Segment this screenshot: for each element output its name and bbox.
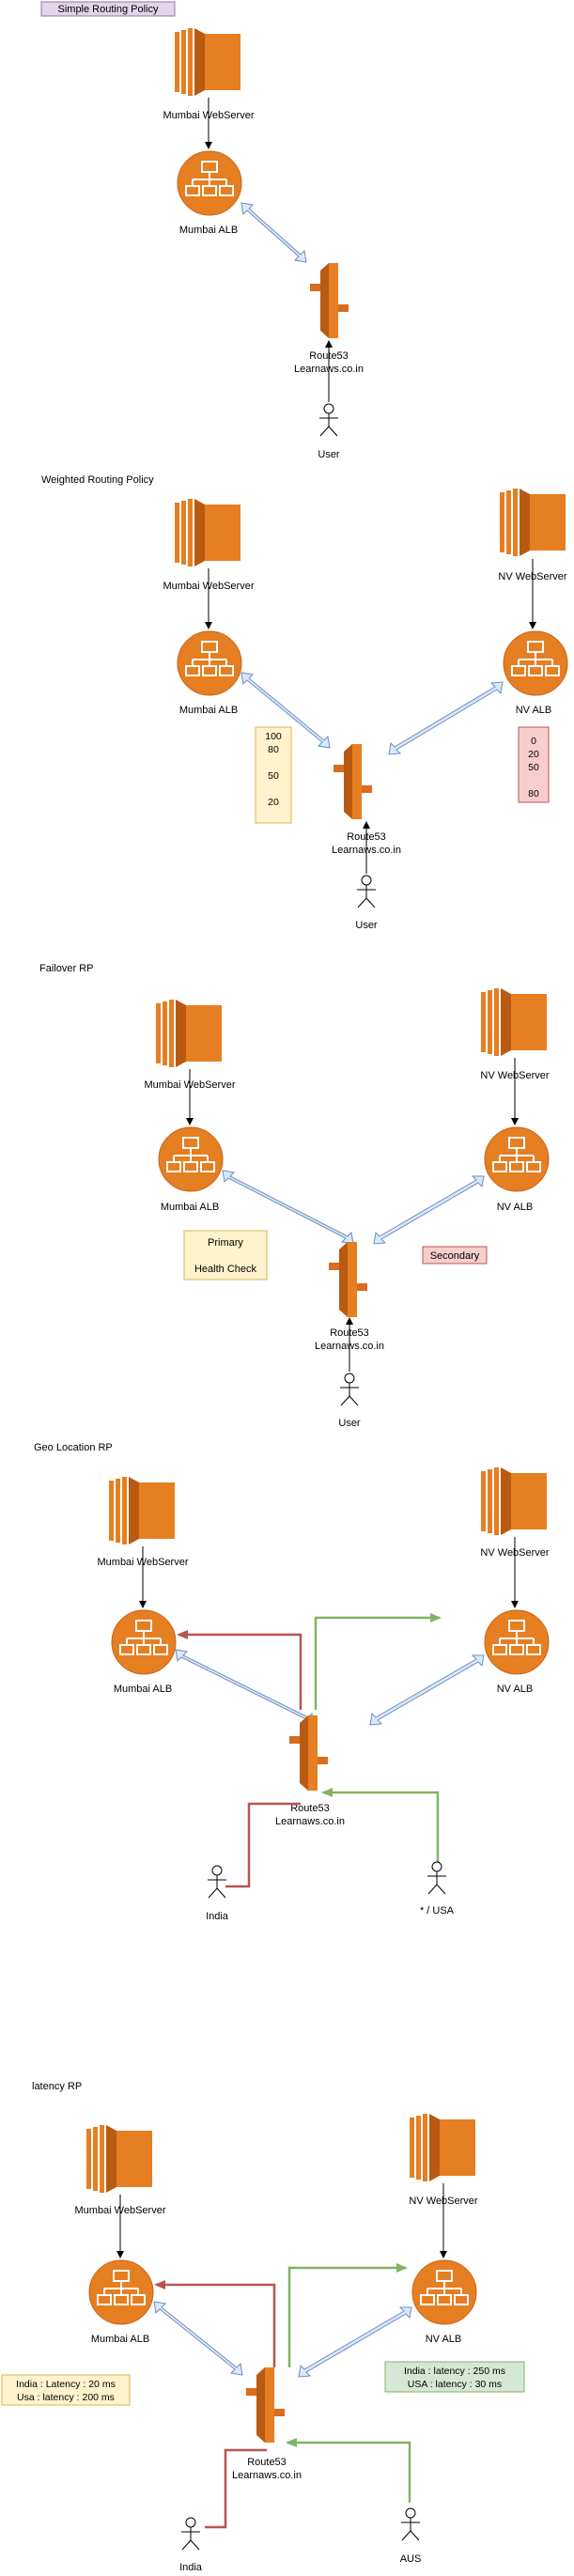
- nv-weight-2: 20: [528, 749, 539, 760]
- route53-icon: [329, 1242, 367, 1317]
- latency-routing-section: latency RP Mumbai WebServer NV WebServer…: [1, 2081, 525, 2573]
- aus-user-green-path: [286, 2438, 411, 2503]
- secondary-label: Secondary: [430, 1250, 480, 1262]
- aus-user-icon: [400, 2507, 421, 2541]
- latency-title: latency RP: [32, 2081, 82, 2092]
- mumbai-alb-icon: [158, 1126, 224, 1192]
- failover-title: Failover RP: [39, 963, 93, 974]
- simple-title-badge: [40, 1, 176, 17]
- nv-alb-route53-double-arrow: [298, 2306, 412, 2378]
- aus-user-label: AUS: [400, 2553, 422, 2565]
- domain-label: Learnaws.co.in: [275, 1816, 345, 1827]
- domain-label: Learnaws.co.in: [232, 2470, 302, 2481]
- mumbai-webserver-icon: [175, 28, 240, 96]
- usa-user-label: * / USA: [420, 1905, 455, 1916]
- mumbai-webserver-icon: [86, 2125, 152, 2193]
- nv-weight-1: 0: [531, 736, 536, 747]
- nv-weight-4: 80: [528, 788, 539, 799]
- simple-title: Simple Routing Policy: [58, 4, 159, 15]
- route53-icon: [289, 1715, 328, 1791]
- mumbai-webserver-icon: [156, 1000, 222, 1067]
- simple-routing-section: Simple Routing Policy Mumbai WebServer M…: [40, 1, 364, 460]
- mumbai-weights-box: [255, 726, 292, 824]
- user-label: User: [338, 1418, 361, 1429]
- nv-alb-icon: [484, 1126, 550, 1192]
- mumbai-weight-4: 20: [268, 797, 279, 808]
- mumbai-latency-line1: India : Latency : 20 ms: [16, 2379, 116, 2390]
- nv-latency-line2: USA : latency : 30 ms: [408, 2379, 502, 2390]
- route53-to-mumbai-red-path: [154, 2280, 276, 2367]
- nv-alb-route53-double-arrow: [369, 1654, 485, 1726]
- failover-routing-section: Failover RP Mumbai WebServer NV WebServe…: [39, 963, 550, 1429]
- primary-health-check-box: [183, 1230, 268, 1280]
- india-user-red-path: [225, 1802, 301, 1888]
- user-label: User: [355, 920, 378, 931]
- alb-route53-double-arrow: [240, 202, 307, 263]
- mumbai-weight-3: 50: [268, 770, 279, 782]
- primary-label: Primary: [208, 1237, 243, 1249]
- mumbai-latency-line2: Usa : latency : 200 ms: [17, 2392, 115, 2403]
- mumbai-alb-label: Mumbai ALB: [161, 1202, 219, 1213]
- india-user-icon: [207, 1865, 227, 1899]
- usa-user-icon: [427, 1861, 447, 1895]
- route53-icon: [310, 263, 349, 338]
- route53-to-mumbai-red-path: [177, 1630, 303, 1710]
- usa-user-green-path: [321, 1788, 440, 1862]
- nv-weight-3: 50: [528, 762, 539, 773]
- nv-alb-label: NV ALB: [426, 2334, 462, 2345]
- route53-to-nv-green-path: [314, 1613, 442, 1710]
- nv-weights-box: [518, 726, 550, 803]
- nv-alb-route53-double-arrow: [388, 681, 504, 755]
- weighted-title: Weighted Routing Policy: [41, 474, 154, 486]
- user-icon: [356, 875, 377, 908]
- mumbai-alb-icon: [177, 630, 242, 696]
- route53-label: Route53: [290, 1803, 330, 1814]
- mumbai-alb-icon: [177, 150, 242, 216]
- mumbai-weight-2: 80: [268, 744, 279, 755]
- mumbai-alb-label: Mumbai ALB: [179, 225, 238, 236]
- mumbai-alb-route53-double-arrow: [240, 672, 331, 749]
- nv-webserver-icon: [500, 489, 566, 556]
- nv-alb-label: NV ALB: [497, 1202, 534, 1213]
- mumbai-latency-box: [1, 2374, 131, 2406]
- user-icon: [318, 403, 339, 437]
- nv-alb-label: NV ALB: [516, 705, 552, 716]
- route53-to-nv-green-path: [287, 2263, 408, 2367]
- nv-webserver-icon: [481, 1467, 547, 1535]
- mumbai-alb-label: Mumbai ALB: [114, 1684, 172, 1695]
- mumbai-webserver-icon: [175, 499, 240, 566]
- route53-icon: [334, 744, 372, 819]
- route53-label: Route53: [247, 2457, 287, 2468]
- mumbai-alb-route53-double-arrow: [175, 1649, 315, 1726]
- nv-latency-line1: India : latency : 250 ms: [404, 2366, 505, 2377]
- weighted-routing-section: Weighted Routing Policy Mumbai WebServer…: [41, 474, 568, 931]
- user-icon: [339, 1373, 360, 1406]
- mumbai-alb-icon: [88, 2259, 154, 2325]
- mumbai-alb-label: Mumbai ALB: [91, 2334, 149, 2345]
- nv-alb-label: NV ALB: [497, 1684, 534, 1695]
- nv-webserver-icon: [481, 988, 547, 1056]
- nv-webserver-icon: [410, 2114, 475, 2181]
- mumbai-alb-route53-double-arrow: [153, 2301, 243, 2376]
- nv-alb-icon: [411, 2259, 477, 2325]
- india-user-icon: [180, 2517, 201, 2551]
- nv-latency-box: [384, 2361, 525, 2393]
- nv-alb-icon: [484, 1609, 550, 1675]
- health-check-label: Health Check: [194, 1264, 257, 1275]
- india-user-red-path: [205, 2448, 267, 2529]
- mumbai-alb-icon: [111, 1609, 177, 1675]
- mumbai-webserver-icon: [109, 1477, 175, 1544]
- user-label: User: [318, 449, 340, 460]
- geo-routing-section: Geo Location RP Mumbai WebServer NV WebS…: [34, 1442, 550, 1922]
- india-user-label: India: [179, 2562, 203, 2573]
- secondary-badge: [422, 1246, 488, 1265]
- nv-alb-route53-double-arrow: [373, 1175, 485, 1245]
- mumbai-alb-label: Mumbai ALB: [179, 705, 238, 716]
- nv-alb-icon: [503, 630, 568, 696]
- route53-icon: [246, 2367, 285, 2443]
- india-user-label: India: [206, 1911, 229, 1922]
- geo-title: Geo Location RP: [34, 1442, 113, 1453]
- mumbai-weight-1: 100: [265, 731, 282, 742]
